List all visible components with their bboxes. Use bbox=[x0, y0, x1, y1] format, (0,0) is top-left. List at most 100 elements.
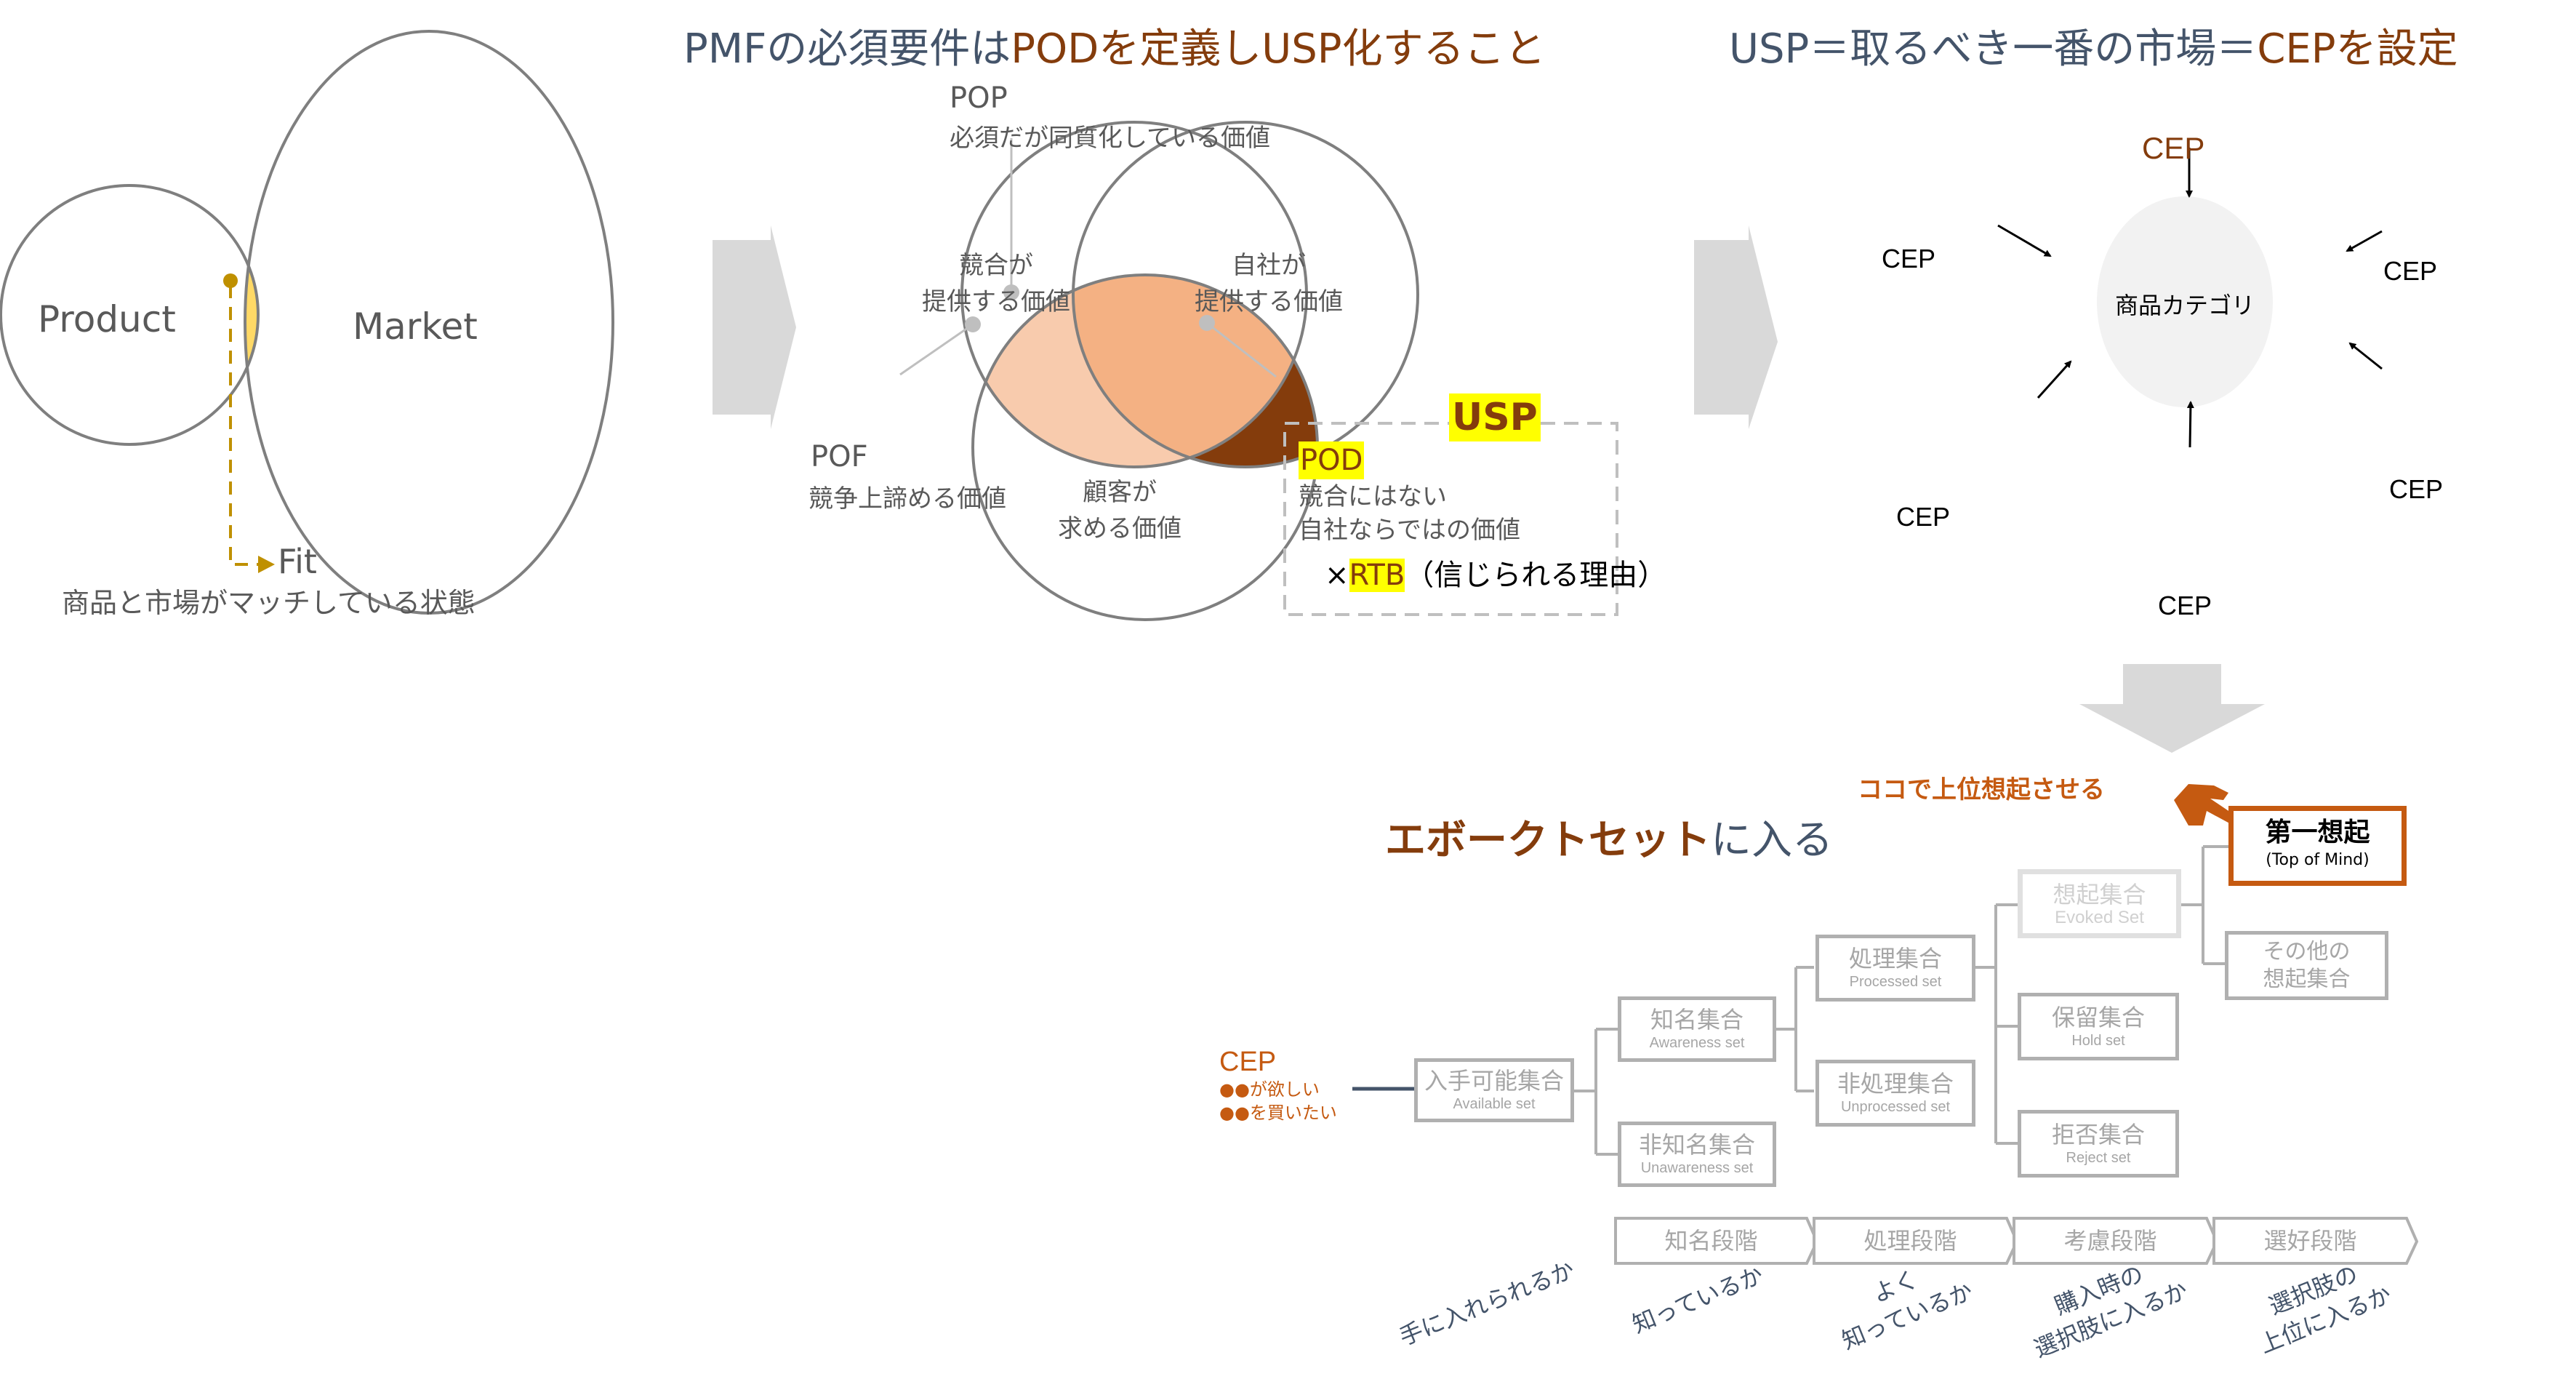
tree-connectors bbox=[1352, 845, 2228, 1156]
pod-pointer bbox=[1206, 321, 1277, 378]
section2-title: PMFの必須要件はPODを定義しUSP化すること bbox=[683, 16, 1546, 75]
set-reject: 拒否集合 Reject set bbox=[2018, 1110, 2179, 1178]
pointing-hand-icon bbox=[2174, 784, 2239, 826]
section4-title: エボークトセットに入る bbox=[1385, 807, 1833, 866]
customer-line1: 顧客が bbox=[1083, 478, 1157, 507]
section3-title-part1: USP＝取るべき一番の市場＝ bbox=[1729, 25, 2258, 73]
market-circle bbox=[244, 30, 614, 615]
competitor-label: 競合が 提供する価値 bbox=[912, 247, 1080, 320]
pof-description: 競争上諦める価値 bbox=[808, 484, 1006, 513]
competitor-line2: 提供する価値 bbox=[922, 287, 1070, 316]
stage-chevrons bbox=[1614, 1217, 2419, 1265]
chevron-stage-1 bbox=[1614, 1217, 1819, 1265]
arrow-right-1 bbox=[713, 225, 796, 429]
set-awareness-en: Awareness set bbox=[1649, 1035, 1745, 1051]
section3-title-part2: CEPを設定 bbox=[2257, 25, 2458, 73]
chevron-stage-2 bbox=[1813, 1217, 2019, 1265]
set-processed-jp: 処理集合 bbox=[1848, 945, 1942, 972]
pod-desc-line1: 競合にはない bbox=[1299, 482, 1447, 511]
top-of-mind-en: (Top of Mind) bbox=[2266, 851, 2370, 869]
set-unawareness: 非知名集合 Unawareness set bbox=[1618, 1122, 1776, 1187]
company-circle bbox=[1072, 121, 1419, 468]
section4-title-part2: に入る bbox=[1711, 817, 1833, 864]
fit-dot bbox=[223, 273, 238, 288]
pod-label: POD bbox=[1299, 441, 1365, 479]
cep-diagram bbox=[1997, 148, 2383, 448]
cep-arrow-bottom-right bbox=[2348, 342, 2383, 370]
pod-venn bbox=[899, 121, 1618, 621]
section4-title-part1: エボークトセット bbox=[1385, 817, 1711, 864]
stage-consideration: 考慮段階 bbox=[2063, 1227, 2157, 1255]
pmf-venn bbox=[0, 30, 614, 615]
set-hold-en: Hold set bbox=[2071, 1032, 2125, 1049]
company-line2: 提供する価値 bbox=[1195, 287, 1343, 316]
fit-pointer-line bbox=[229, 285, 258, 566]
section2-title-part2: PODを定義しUSP化すること bbox=[1011, 25, 1546, 73]
product-label: Product bbox=[38, 298, 176, 340]
cep-arrow-bottom-left bbox=[2037, 360, 2072, 399]
pof-dot bbox=[965, 316, 981, 332]
set-hold-jp: 保留集合 bbox=[2051, 1003, 2145, 1031]
cep-label-top-left: CEP bbox=[1882, 244, 1936, 273]
connector-available bbox=[1574, 1028, 1618, 1156]
cep-scenario: CEP ●●が欲しい ●●を買いたい bbox=[1219, 1046, 1337, 1124]
connector-evoked bbox=[2180, 845, 2228, 965]
stage-processing: 処理段階 bbox=[1863, 1227, 1957, 1255]
customer-label: 顧客が 求める価値 bbox=[1047, 474, 1192, 547]
set-evoked: 想起集合 Evoked Set bbox=[2018, 869, 2181, 938]
pop-dot bbox=[1003, 284, 1019, 300]
pod-description: 競合にはない 自社ならではの価値 bbox=[1299, 480, 1520, 547]
connector-processed bbox=[1975, 903, 2018, 1145]
section2-title-part1: PMFの必須要件は bbox=[683, 25, 1011, 73]
set-evoked-jp: 想起集合 bbox=[2053, 880, 2146, 908]
set-hold: 保留集合 Hold set bbox=[2018, 993, 2179, 1060]
customer-line2: 求める価値 bbox=[1058, 514, 1181, 543]
cep-label-bottom-left: CEP bbox=[1896, 502, 1951, 532]
company-label: 自社が 提供する価値 bbox=[1185, 247, 1352, 320]
set-available-en: Available set bbox=[1453, 1096, 1536, 1112]
cep-arrow-top-right bbox=[2346, 230, 2383, 252]
set-awareness-jp: 知名集合 bbox=[1650, 1006, 1744, 1034]
usp-label: USP bbox=[1449, 393, 1541, 441]
section3-title: USP＝取るべき一番の市場＝CEPを設定 bbox=[1729, 16, 2458, 75]
pof-title: POF bbox=[811, 440, 868, 473]
top-of-mind-jp: 第一想起 bbox=[2265, 818, 2370, 847]
cep-scenario-title: CEP bbox=[1219, 1047, 1277, 1077]
set-unawareness-en: Unawareness set bbox=[1640, 1160, 1754, 1176]
top-of-mind-box: 第一想起 (Top of Mind) bbox=[2228, 806, 2407, 886]
set-reject-en: Reject set bbox=[2066, 1149, 2131, 1166]
pod-region bbox=[973, 275, 1317, 620]
set-processed: 処理集合 Processed set bbox=[1815, 935, 1975, 1002]
fit-description: 商品と市場がマッチしている状態 bbox=[62, 587, 476, 619]
pop-description: 必須だが同質化している価値 bbox=[950, 124, 1270, 153]
arrow-right-2 bbox=[1694, 225, 1778, 429]
cep-label-bottom: CEP bbox=[2158, 591, 2212, 620]
set-other-evoked-line2: 想起集合 bbox=[2263, 966, 2351, 992]
stage-awareness: 知名段階 bbox=[1664, 1227, 1758, 1255]
cep-label-bottom-right: CEP bbox=[2389, 474, 2444, 504]
pod-desc-line2: 自社ならではの価値 bbox=[1299, 516, 1520, 545]
stage-preference: 選好段階 bbox=[2263, 1227, 2357, 1255]
connector-awareness bbox=[1774, 966, 1814, 1092]
cep-scenario-line1: ●●が欲しい bbox=[1219, 1079, 1320, 1100]
cep-label-top-right: CEP bbox=[2383, 256, 2438, 286]
rtb-label: RTB bbox=[1349, 559, 1405, 592]
competitor-circle bbox=[960, 121, 1308, 468]
set-evoked-en: Evoked Set bbox=[2055, 907, 2144, 927]
arrow-down bbox=[2079, 664, 2265, 753]
pod-dot bbox=[1199, 315, 1215, 331]
set-available-jp: 入手可能集合 bbox=[1424, 1067, 1564, 1095]
rtb-prefix: × bbox=[1325, 559, 1349, 592]
set-awareness: 知名集合 Awareness set bbox=[1618, 996, 1776, 1062]
category-circle bbox=[2097, 196, 2273, 407]
set-other-evoked: その他の 想起集合 bbox=[2225, 931, 2388, 1000]
rtb-line: ×RTB（信じられる理由） bbox=[1325, 551, 1666, 593]
category-label: 商品カテゴリ bbox=[2114, 292, 2255, 319]
set-reject-jp: 拒否集合 bbox=[2051, 1120, 2145, 1148]
chevron-stage-3 bbox=[2013, 1217, 2219, 1265]
set-processed-en: Processed set bbox=[1849, 974, 1942, 990]
rtb-suffix: （信じられる理由） bbox=[1405, 559, 1667, 592]
fit-arrowhead bbox=[258, 556, 275, 573]
pop-title: POP bbox=[950, 81, 1008, 115]
